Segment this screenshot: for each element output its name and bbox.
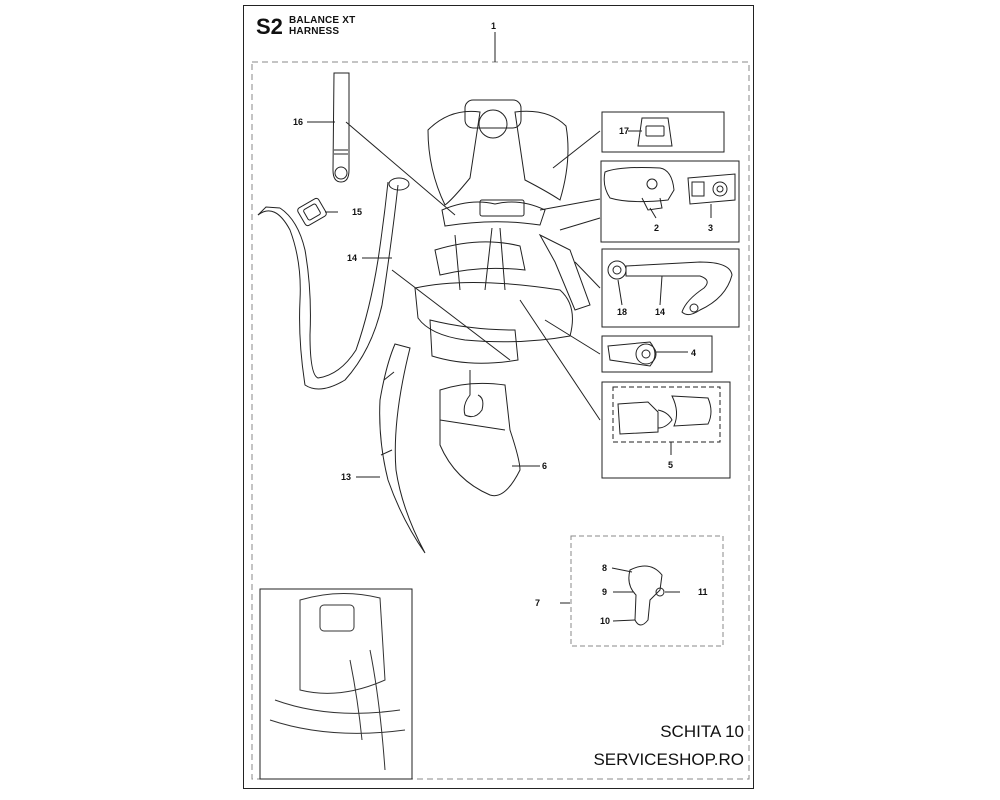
part-3-bracket — [687, 173, 736, 205]
part-2-hip-pad — [603, 167, 675, 211]
part-16-strap — [332, 72, 350, 183]
callout-2: 2 — [654, 223, 660, 233]
part-7-hook — [628, 565, 665, 626]
callout-4: 4 — [691, 348, 697, 358]
box-17 — [601, 111, 725, 153]
diagram-title: BALANCE XT HARNESS — [289, 15, 355, 37]
part-13-belt-strap — [379, 343, 426, 554]
box-5 — [601, 381, 731, 479]
callout-16: 16 — [293, 117, 304, 127]
callout-11: 11 — [698, 587, 708, 597]
page-frame — [243, 5, 754, 789]
box-4 — [601, 335, 713, 373]
callout-7: 7 — [535, 598, 541, 608]
inset-photo — [259, 588, 413, 780]
main-harness-assembly — [414, 99, 591, 497]
part-14-hose — [257, 177, 410, 390]
callout-14-strap: 14 — [655, 307, 666, 317]
callout-18: 18 — [617, 307, 628, 317]
title-line-2: HARNESS — [289, 26, 340, 37]
callout-3: 3 — [708, 223, 714, 233]
leader-lines — [307, 121, 712, 622]
title-line-1: BALANCE XT — [289, 15, 356, 26]
part-15-buckle — [297, 197, 327, 227]
footer-schema: SCHITA 10 — [660, 722, 744, 741]
callout-9: 9 — [602, 587, 608, 597]
part-5-buckle-set — [617, 395, 712, 435]
footer-shop: SERVICESHOP.RO — [593, 750, 744, 769]
callout-17: 17 — [619, 126, 630, 136]
part-17-clip — [637, 117, 673, 147]
section-code: S2 — [256, 14, 283, 39]
box-18-14 — [601, 248, 740, 328]
callout-6: 6 — [542, 461, 548, 471]
callout-14-hose: 14 — [347, 253, 358, 263]
callout-15: 15 — [352, 207, 363, 217]
box-2-3 — [600, 160, 740, 243]
callout-1: 1 — [491, 21, 497, 31]
inset-harness-detail — [269, 593, 406, 771]
callout-13: 13 — [341, 472, 352, 482]
part-18-14-strap — [607, 260, 733, 316]
part-4-plate — [607, 341, 657, 367]
callout-5: 5 — [668, 460, 674, 470]
box-7 — [570, 535, 724, 647]
callout-8: 8 — [602, 563, 608, 573]
assembly-boundary — [251, 61, 750, 780]
box-5-inner — [612, 386, 721, 443]
callout-10: 10 — [600, 616, 611, 626]
